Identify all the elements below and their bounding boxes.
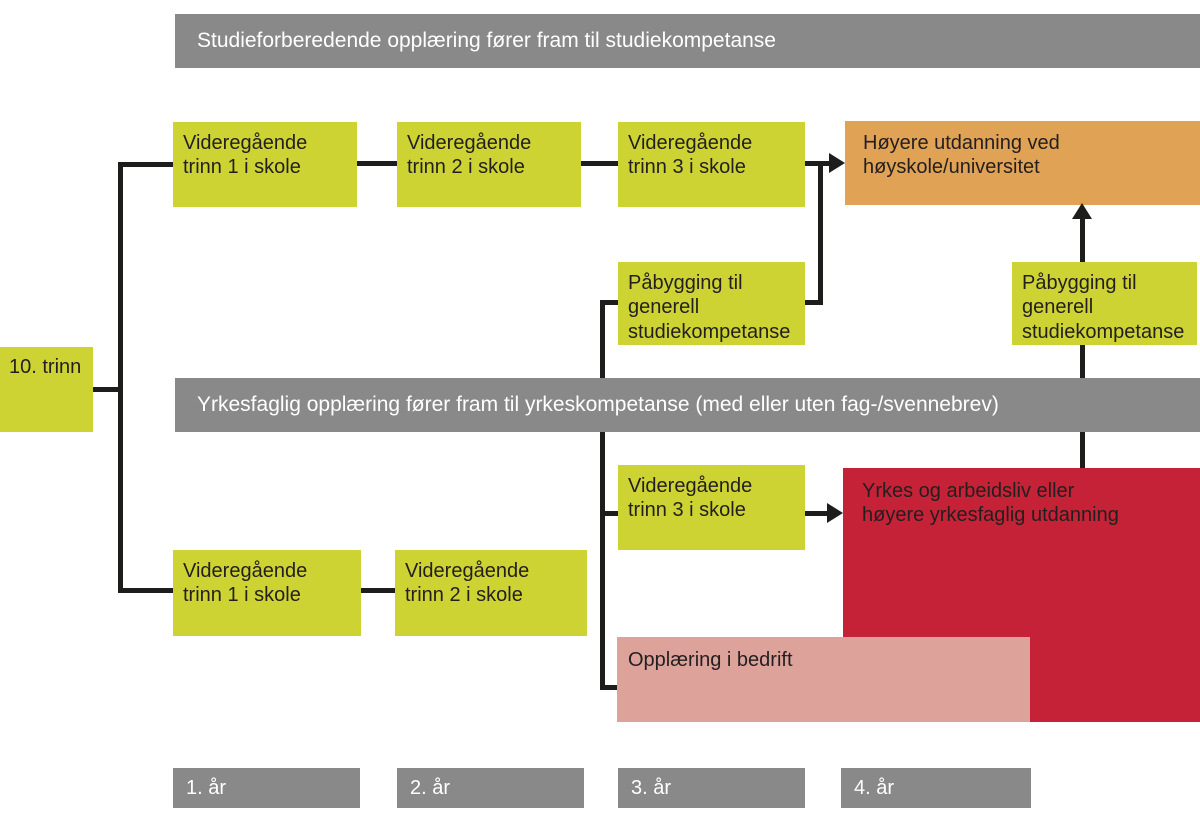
node-vg3-vocational: Videregående trinn 3 i skole — [618, 465, 805, 550]
year-label-4: 4. år — [841, 768, 1031, 808]
node-vg2-top: Videregående trinn 2 i skole — [397, 122, 581, 207]
connector-vocational-branch-vertical — [600, 300, 605, 690]
year-label-3: 3. år — [618, 768, 805, 808]
year-label-2: 2. år — [397, 768, 584, 808]
connector-pabygging-mid-right-stub — [805, 300, 823, 305]
arrow-up-into-higher-education-icon — [1072, 203, 1092, 219]
arrow-into-work-life-icon — [827, 503, 843, 523]
connector-vg3-vocational-stub — [600, 511, 620, 516]
node-grade-10: 10. trinn — [0, 347, 93, 432]
node-pabygging-mid: Påbygging til generell studiekompetanse — [618, 262, 805, 345]
connector-pabygging-mid-left-stub — [600, 300, 620, 305]
arrow-into-higher-education-icon — [829, 153, 845, 173]
banner-studieforberedende-label: Studieforberedende opplæring fører fram … — [197, 29, 776, 52]
connector-vg3-vocational-to-work-life — [805, 511, 829, 516]
year-label-3-text: 3. år — [631, 776, 672, 799]
connector-bottom-row-entry — [118, 588, 173, 593]
banner-studieforberedende: Studieforberedende opplæring fører fram … — [175, 14, 1200, 68]
node-work-life: Yrkes og arbeidsliv eller høyere yrkesfa… — [843, 468, 1200, 722]
connector-pabygging-junction-vertical — [818, 161, 823, 305]
connector-apprenticeship-stub — [600, 685, 619, 690]
connector-vg1-vg2-bottom — [361, 588, 395, 593]
node-pabygging-right: Påbygging til generell studiekompetanse — [1012, 262, 1197, 345]
connector-main-left-vertical — [118, 162, 123, 593]
node-vg1-bottom: Videregående trinn 1 i skole — [173, 550, 361, 636]
node-higher-education: Høyere utdanning ved høyskole/universite… — [845, 121, 1200, 205]
node-vg1-top: Videregående trinn 1 i skole — [173, 122, 357, 207]
connector-grade10-stub — [93, 387, 123, 392]
year-label-1-text: 1. år — [186, 776, 227, 799]
banner-yrkesfaglig: Yrkesfaglig opplæring fører fram til yrk… — [175, 378, 1200, 432]
node-apprenticeship: Opplæring i bedrift — [617, 637, 1030, 722]
connector-vg1-vg2-top — [357, 161, 397, 166]
node-vg2-bottom: Videregående trinn 2 i skole — [395, 550, 587, 636]
node-vg3-top: Videregående trinn 3 i skole — [618, 122, 805, 207]
connector-top-row-entry — [118, 162, 173, 167]
year-label-2-text: 2. år — [410, 776, 451, 799]
year-label-1: 1. år — [173, 768, 360, 808]
banner-yrkesfaglig-label: Yrkesfaglig opplæring fører fram til yrk… — [197, 393, 999, 416]
connector-vg2-vg3-top — [581, 161, 618, 166]
year-label-4-text: 4. år — [854, 776, 895, 799]
